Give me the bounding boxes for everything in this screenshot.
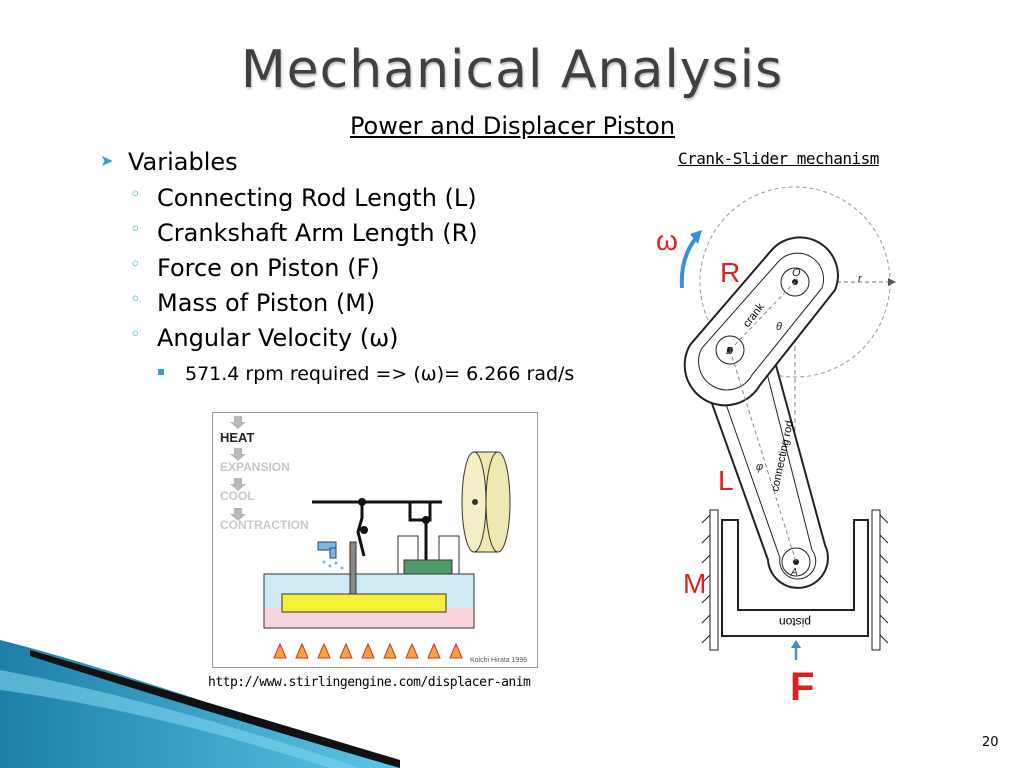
- crank-arm: [683, 236, 839, 407]
- point-b: B: [726, 346, 733, 357]
- slide-subtitle: Power and Displacer Piston: [349, 112, 676, 140]
- square-bullet-icon: ▪: [157, 364, 166, 378]
- linkage: [312, 500, 442, 562]
- flywheel: [461, 451, 511, 553]
- point-o: O: [792, 267, 801, 279]
- figure-credit: Koichi Hirata 1996: [470, 657, 527, 664]
- cylinder-walls: [701, 509, 889, 651]
- l-label: L: [718, 465, 734, 496]
- crank-slider-diagram: piston O B A r θ φ crank connecting rod …: [656, 186, 896, 709]
- circle-bullet-icon: ◦: [130, 289, 141, 310]
- circle-bullet-icon: ◦: [130, 184, 141, 205]
- arrow-bullet-icon: ➤: [100, 151, 114, 170]
- circle-bullet-icon: ◦: [130, 219, 141, 240]
- engine-body: [263, 535, 475, 629]
- step-heat: HEAT: [220, 430, 254, 445]
- stirling-engine-figure: HEAT EXPANSION COOL CONTRACTION: [212, 412, 538, 668]
- decorative-swoosh: [0, 640, 400, 768]
- rotation-arrow-icon: [679, 236, 698, 289]
- angle-theta: θ: [776, 321, 782, 333]
- water-faucet-icon: [317, 541, 344, 570]
- circle-bullet-icon: ◦: [130, 254, 141, 275]
- step-arrows: [230, 416, 246, 521]
- step-contraction: CONTRACTION: [220, 518, 309, 532]
- source-url[interactable]: http://www.stirlingengine.com/displacer-…: [208, 675, 531, 690]
- step-cool: COOL: [220, 489, 255, 503]
- burner-flames: [273, 642, 463, 659]
- force-arrow-icon: [791, 640, 801, 660]
- slide-title: Mechanical Analysis: [240, 40, 784, 100]
- circle-bullet-icon: ◦: [130, 324, 141, 345]
- page-number: 20: [982, 735, 999, 750]
- piston-label: piston: [779, 615, 811, 629]
- step-expansion: EXPANSION: [220, 460, 290, 474]
- r-label: R: [720, 257, 740, 288]
- angle-phi: φ: [756, 461, 763, 473]
- piston: [721, 519, 869, 637]
- crank-figure-caption: Crank-Slider mechanism: [678, 149, 879, 168]
- m-label: M: [683, 568, 706, 599]
- point-a: A: [790, 567, 798, 578]
- omega-label: ω: [656, 225, 678, 256]
- radius-r: r: [858, 273, 863, 285]
- f-label: F: [790, 665, 814, 709]
